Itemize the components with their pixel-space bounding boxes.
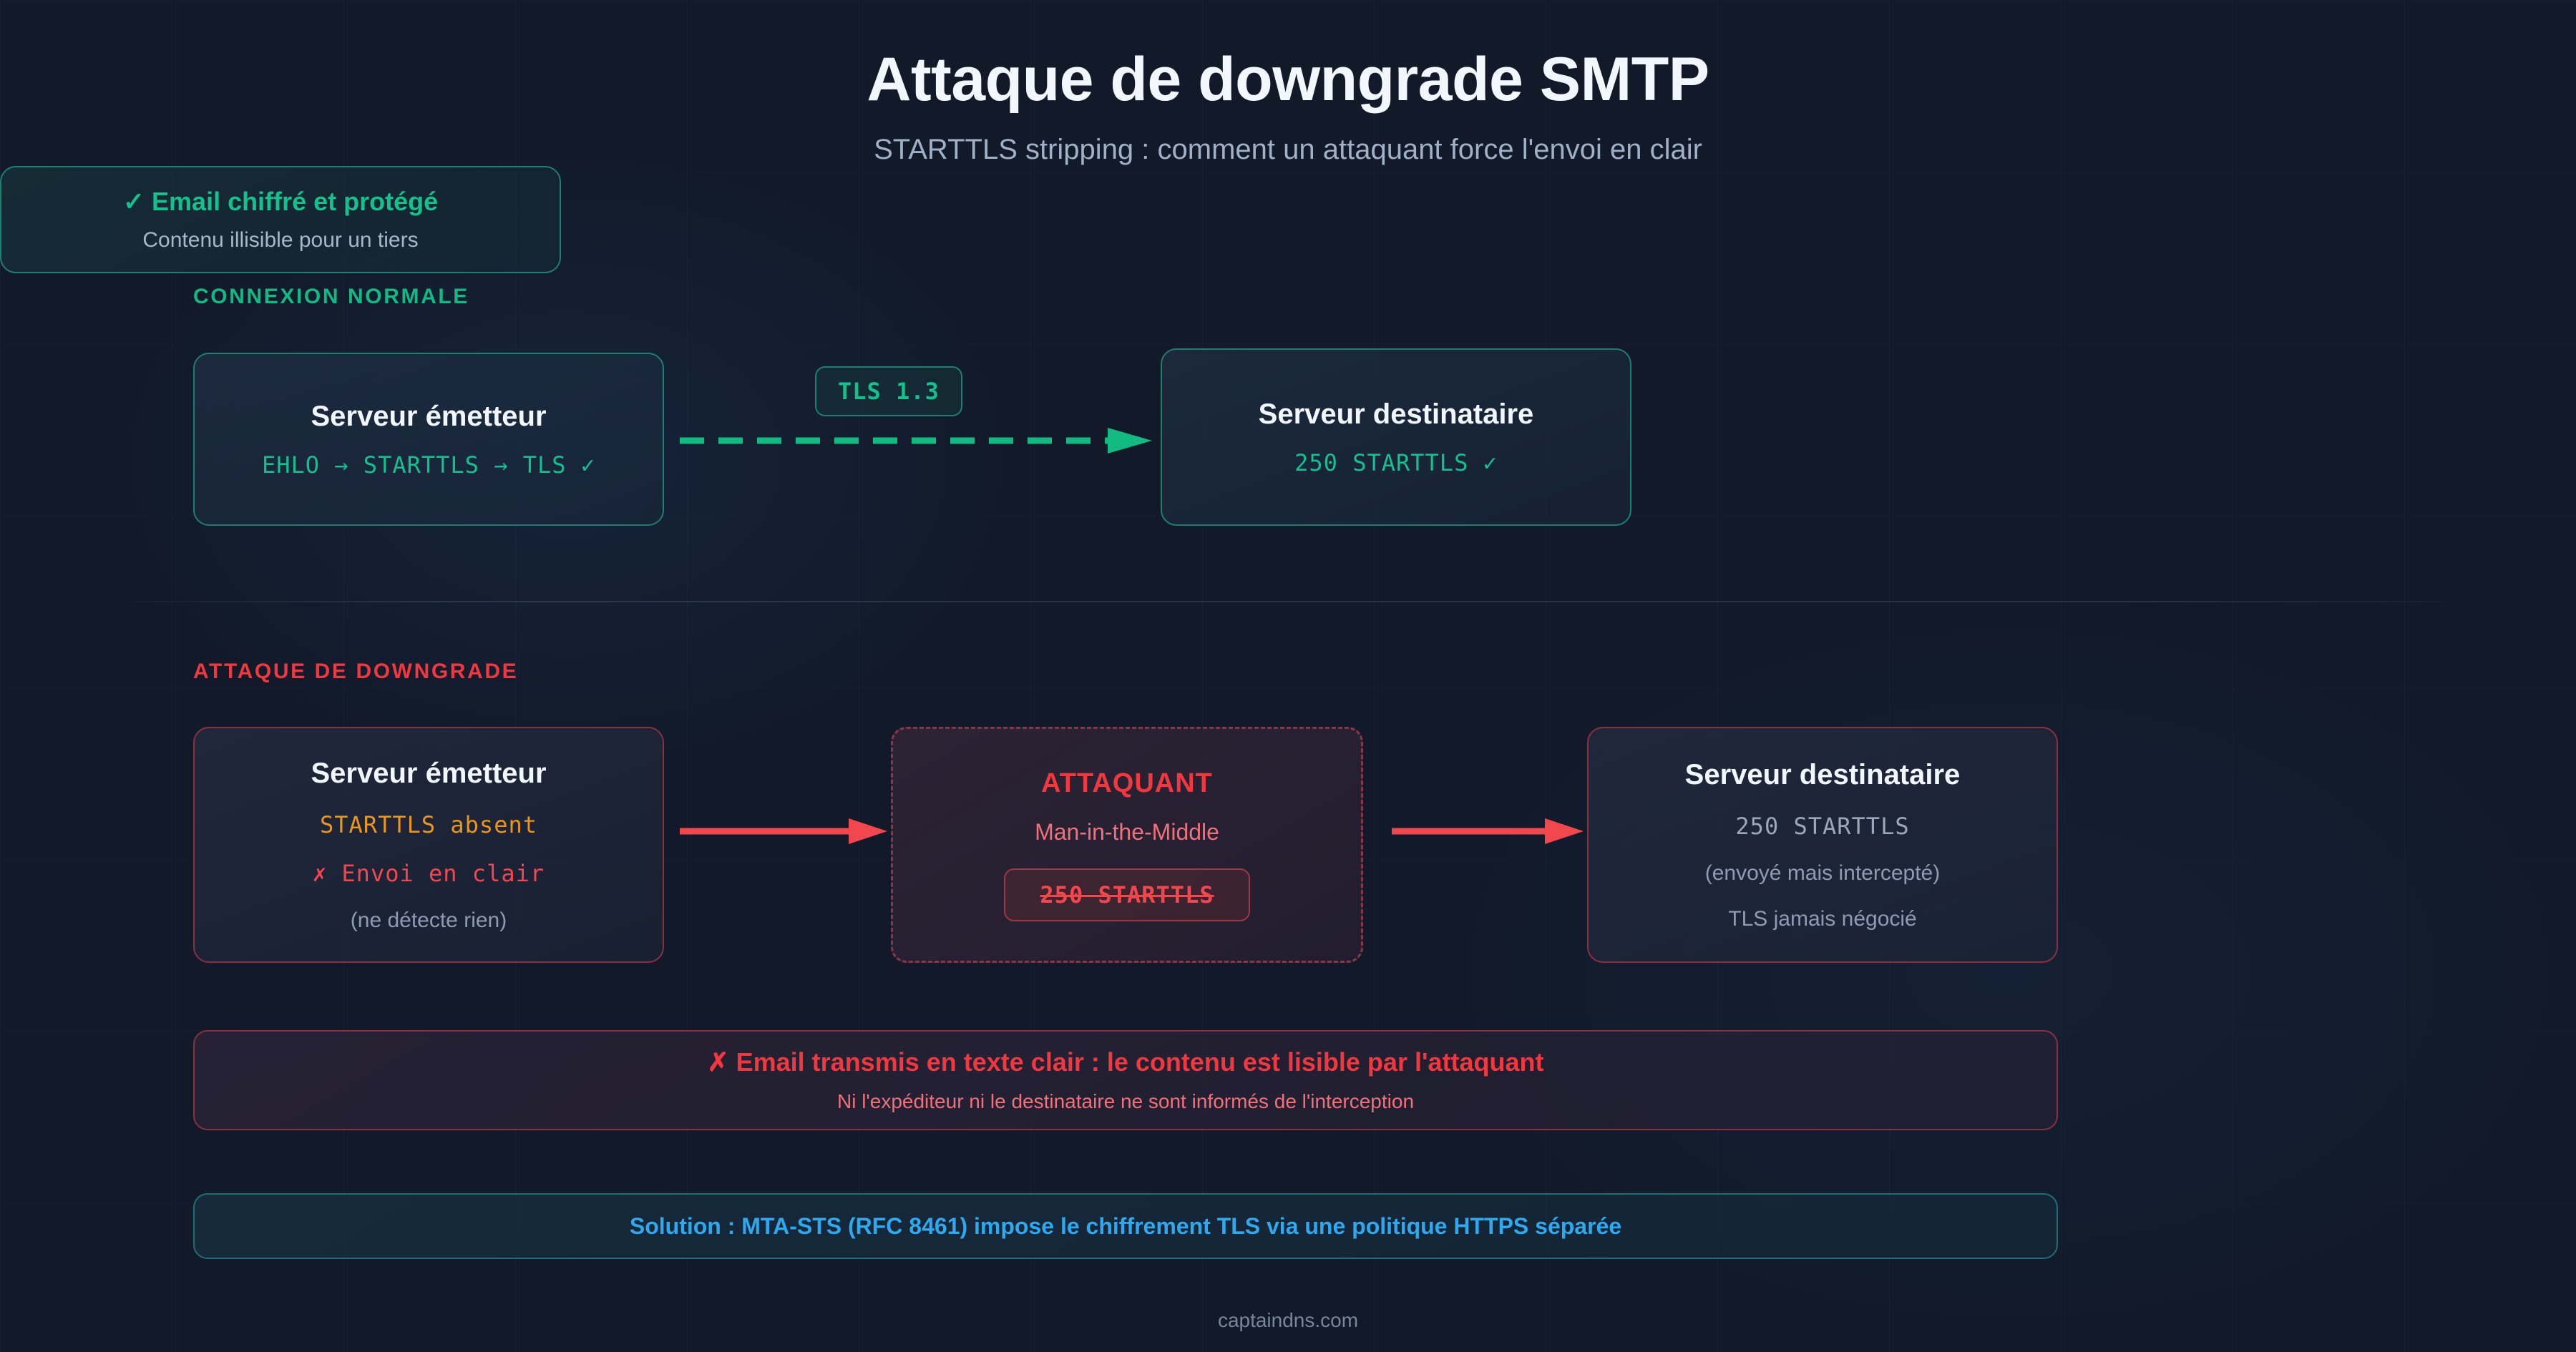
sender-attack-title: Serveur émetteur bbox=[311, 757, 547, 789]
receiver-normal-title: Serveur destinataire bbox=[1258, 398, 1534, 430]
header: Attaque de downgrade SMTP STARTTLS strip… bbox=[0, 0, 2576, 166]
sender-attack-note: (ne détecte rien) bbox=[350, 908, 507, 932]
receiver-attack-status: 250 STARTTLS bbox=[1735, 812, 1910, 840]
tls-version-badge: TLS 1.3 bbox=[815, 366, 962, 416]
section-label-attack: ATTAQUE DE DOWNGRADE bbox=[193, 660, 519, 683]
attacker-title: ATTAQUANT bbox=[1041, 768, 1213, 798]
success-detail: Contenu illisible pour un tiers bbox=[142, 228, 419, 252]
banner-solution: Solution : MTA-STS (RFC 8461) impose le … bbox=[193, 1193, 2058, 1259]
card-sender-attack: Serveur émetteur STARTTLS absent ✗ Envoi… bbox=[193, 727, 664, 963]
sender-normal-protocol: EHLO → STARTTLS → TLS ✓ bbox=[261, 451, 596, 479]
card-encryption-success: ✓ Email chiffré et protégé Contenu illis… bbox=[0, 166, 561, 273]
page-title: Attaque de downgrade SMTP bbox=[867, 45, 1709, 114]
footer-site: captaindns.com bbox=[1217, 1309, 1359, 1331]
card-receiver-attack: Serveur destinataire 250 STARTTLS (envoy… bbox=[1587, 727, 2058, 963]
attacker-stripped-command: 250 STARTTLS bbox=[1004, 868, 1250, 921]
attacker-subtitle: Man-in-the-Middle bbox=[1035, 819, 1219, 845]
receiver-attack-title: Serveur destinataire bbox=[1684, 758, 1961, 790]
card-attacker: ATTAQUANT Man-in-the-Middle 250 STARTTLS bbox=[891, 727, 1363, 963]
page-subtitle: STARTTLS stripping : comment un attaquan… bbox=[874, 134, 1702, 165]
alert-headline: ✗ Email transmis en texte clair : le con… bbox=[707, 1047, 1544, 1077]
alert-detail: Ni l'expéditeur ni le destinataire ne so… bbox=[836, 1090, 1415, 1112]
receiver-attack-tls: TLS jamais négocié bbox=[1728, 906, 1917, 931]
section-divider bbox=[132, 601, 2444, 602]
sender-normal-title: Serveur émetteur bbox=[311, 400, 547, 432]
card-sender-normal: Serveur émetteur EHLO → STARTTLS → TLS ✓ bbox=[193, 353, 664, 526]
sender-attack-warning: STARTTLS absent bbox=[320, 810, 537, 838]
section-label-normal: CONNEXION NORMALE bbox=[193, 285, 469, 308]
solution-text: Solution : MTA-STS (RFC 8461) impose le … bbox=[629, 1213, 1622, 1239]
sender-attack-error: ✗ Envoi en clair bbox=[312, 859, 545, 887]
card-receiver-normal: Serveur destinataire 250 STARTTLS ✓ bbox=[1161, 348, 1631, 526]
success-headline: ✓ Email chiffré et protégé bbox=[122, 187, 439, 216]
arrow-red-sender-to-attacker-icon bbox=[680, 818, 887, 844]
dashed-arrow-green-icon bbox=[680, 428, 1152, 454]
arrow-red-attacker-to-receiver-icon bbox=[1392, 818, 1584, 844]
banner-plaintext-alert: ✗ Email transmis en texte clair : le con… bbox=[193, 1030, 2058, 1130]
receiver-normal-status: 250 STARTTLS ✓ bbox=[1294, 449, 1498, 476]
receiver-attack-note: (envoyé mais intercepté) bbox=[1704, 861, 1941, 885]
